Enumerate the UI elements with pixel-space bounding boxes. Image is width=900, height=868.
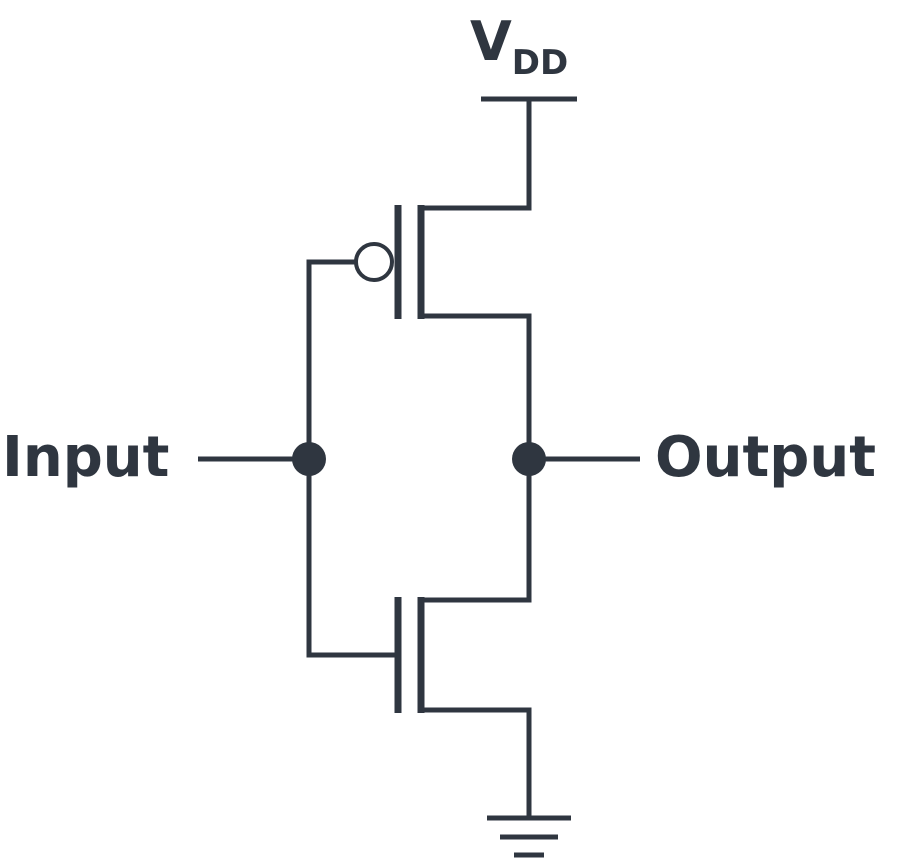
input-label: Input (2, 425, 169, 490)
pmos-transistor-icon (354, 205, 425, 319)
vdd-label-main: V (470, 10, 512, 73)
vdd-label-sub: DD (512, 43, 568, 83)
input-junction (292, 442, 326, 476)
output-junction (512, 442, 546, 476)
ground-icon (487, 815, 571, 858)
output-label: Output (655, 425, 876, 490)
nmos-transistor-icon (394, 597, 425, 713)
vdd-label: VDD (470, 10, 568, 83)
